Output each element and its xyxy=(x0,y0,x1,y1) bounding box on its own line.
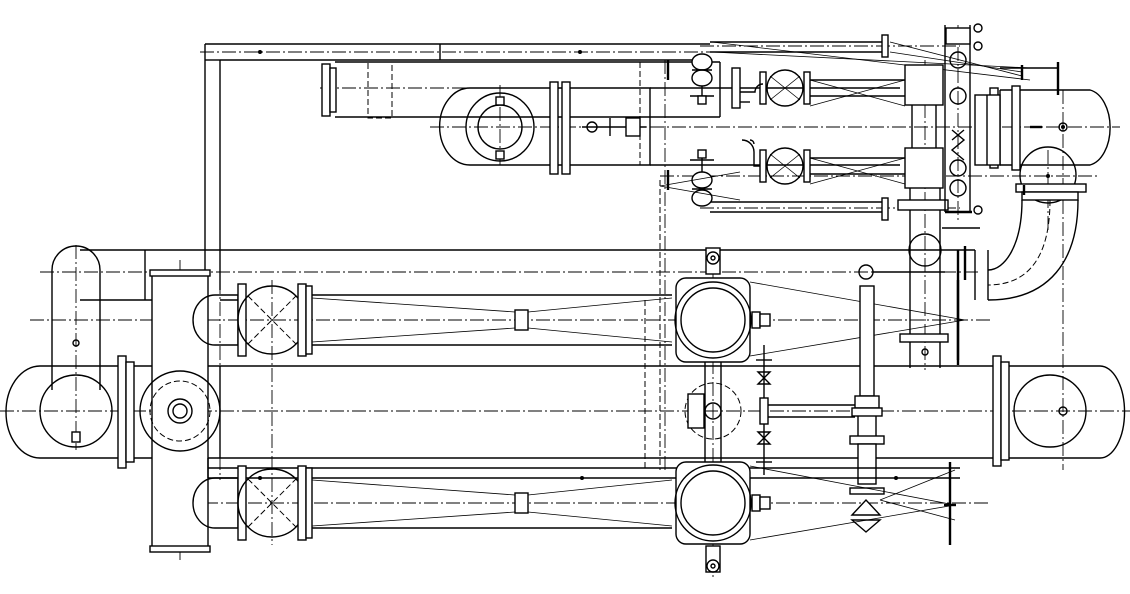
main-shell xyxy=(5,180,1126,470)
discharge-header xyxy=(207,458,960,479)
left-vertical-header xyxy=(139,269,221,553)
separator-column xyxy=(849,264,956,533)
upper-main-pump xyxy=(192,283,673,357)
top-return-pipe xyxy=(204,43,710,290)
right-return-bend xyxy=(974,146,1087,301)
upper-cooler xyxy=(321,61,721,165)
left-bend xyxy=(51,245,101,443)
lower-main-pump xyxy=(192,465,673,541)
lower-strainer xyxy=(674,461,956,573)
riser-header xyxy=(897,23,1026,368)
upper-strainer xyxy=(674,247,966,363)
upper-pump-set xyxy=(659,34,1031,221)
upper-receiver-vessel xyxy=(438,81,900,175)
reference-marks xyxy=(258,50,1065,480)
suction-header xyxy=(80,249,975,301)
center-valve-stack xyxy=(684,345,855,475)
right-receiver-vessel xyxy=(989,62,1111,171)
